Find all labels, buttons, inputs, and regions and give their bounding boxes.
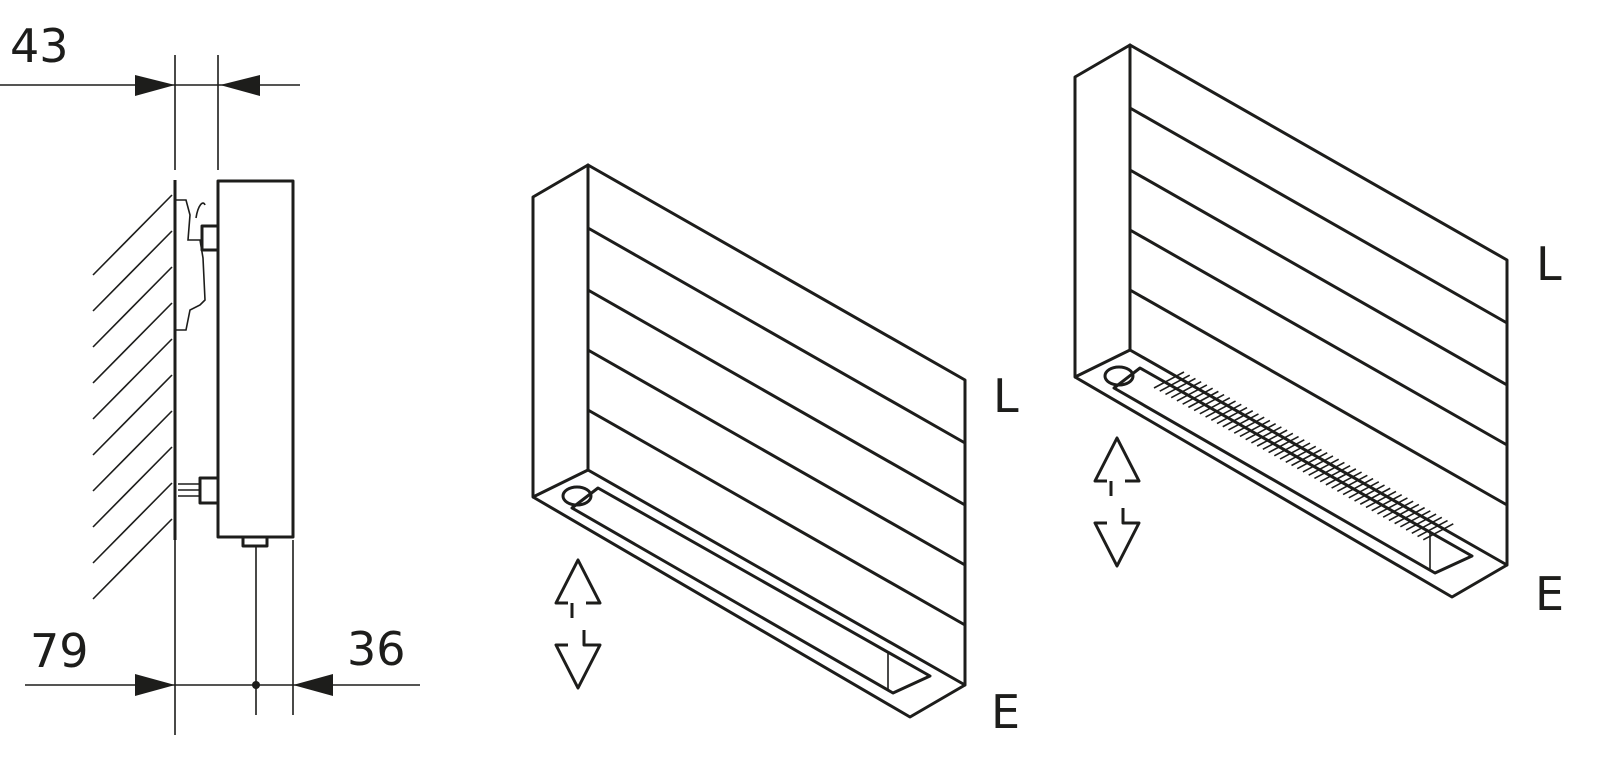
grille-fin: [1228, 413, 1259, 431]
hatch-line: [92, 302, 173, 384]
arrow-left-icon: [220, 75, 260, 96]
grille-slot: [1112, 366, 1474, 575]
panel-groove: [587, 226, 966, 445]
grille-fin: [1365, 490, 1397, 509]
arrow-right-icon: [135, 75, 175, 96]
grille-fin: [1354, 484, 1385, 502]
grille-fin: [1210, 403, 1242, 421]
grille-fin: [1279, 442, 1311, 460]
grille-fin: [1296, 452, 1328, 470]
radiator-body: [216, 179, 295, 539]
airflow-arrow-icon: [554, 558, 602, 690]
grille-fin: [1394, 506, 1426, 525]
grille-fin: [1422, 523, 1454, 541]
grille-fin: [1205, 400, 1236, 418]
grille-fin: [1182, 387, 1214, 405]
label-l-a: L: [993, 369, 1019, 423]
grille-fin: [1359, 487, 1391, 505]
panel-groove: [587, 288, 966, 507]
grille-fin: [1176, 384, 1208, 402]
grille-fin: [1262, 432, 1294, 451]
grille-fin: [1405, 513, 1437, 531]
label-l-b: L: [1536, 237, 1562, 291]
grille-fin: [1399, 510, 1431, 528]
grille-fin: [1302, 455, 1334, 473]
grille-fin: [1285, 445, 1317, 463]
label-e-b: E: [1535, 567, 1564, 621]
hatch-line: [92, 374, 173, 456]
grille-fin: [1239, 419, 1271, 438]
side-view: 43 79 36: [0, 19, 420, 735]
dimension-79: 79: [30, 624, 89, 678]
side-face: [531, 163, 590, 499]
hatch-line: [92, 446, 173, 528]
grille-fin: [1153, 371, 1185, 389]
dimension-43: 43: [10, 19, 69, 73]
grille-fin: [1382, 500, 1414, 518]
bottom-edge: [532, 495, 966, 719]
grille-fin: [1388, 503, 1420, 522]
label-e-a: E: [991, 685, 1020, 739]
panel-groove: [1129, 288, 1508, 507]
grille-fin: [1159, 374, 1191, 392]
grille-fin: [1245, 422, 1277, 441]
grille-fin: [1233, 416, 1265, 434]
front-face: [586, 163, 967, 687]
wall-bracket: [176, 199, 206, 331]
airflow-arrow-icon: [1093, 436, 1141, 568]
grille-fin: [1187, 390, 1219, 409]
panel-groove: [587, 348, 966, 567]
grille-fin: [1170, 380, 1202, 399]
dimension-36: 36: [347, 622, 406, 676]
grille-fin: [1377, 497, 1408, 515]
panel-groove: [1129, 106, 1508, 325]
hatch-line: [92, 338, 173, 420]
bottom-edge: [1074, 375, 1508, 599]
grille-fin: [1291, 448, 1322, 467]
grille-fin: [1331, 471, 1362, 489]
panel-groove: [1129, 228, 1508, 447]
panel-groove: [587, 408, 966, 627]
grille-fin: [1165, 377, 1196, 396]
hatch-line: [92, 518, 173, 600]
grille-fin: [1371, 494, 1403, 512]
grille-fin: [1348, 481, 1380, 499]
grille-slot: [570, 486, 932, 695]
grille-fin: [1193, 393, 1225, 412]
radiator-variant-b: [1073, 43, 1509, 599]
arrow-right-icon: [135, 674, 175, 696]
grille-fin: [1319, 464, 1351, 483]
side-face: [1073, 43, 1132, 379]
grille-fin: [1411, 516, 1443, 535]
arrow-left-icon: [293, 674, 333, 696]
grille-fin: [1251, 426, 1282, 444]
grille-fin: [1268, 435, 1299, 454]
panel-groove: [1129, 168, 1508, 387]
grille-fin: [1256, 429, 1288, 447]
grille-fin: [1273, 439, 1305, 457]
bottom-valve: [241, 535, 269, 548]
grille-fin: [1216, 406, 1248, 425]
grille-fin: [1325, 468, 1357, 486]
grille-fin: [1342, 477, 1374, 496]
hatch-line: [92, 410, 173, 492]
hatch-line: [92, 194, 173, 276]
grille-fin: [1417, 519, 1448, 538]
front-face: [1128, 43, 1509, 567]
grille-fin: [1222, 410, 1254, 428]
hatch-line: [92, 482, 173, 564]
upper-connector: [200, 224, 220, 252]
radiator-variant-a: [531, 163, 967, 719]
grille-fin: [1308, 458, 1340, 476]
grille-fin: [1336, 474, 1368, 493]
grille-fin: [1314, 461, 1345, 480]
grille-fin: [1199, 397, 1231, 415]
hatch-line: [92, 230, 173, 312]
bracket-hook: [195, 202, 206, 219]
lower-connector: [198, 476, 220, 505]
wall-hatch: [92, 194, 173, 600]
hatch-line: [92, 266, 173, 348]
